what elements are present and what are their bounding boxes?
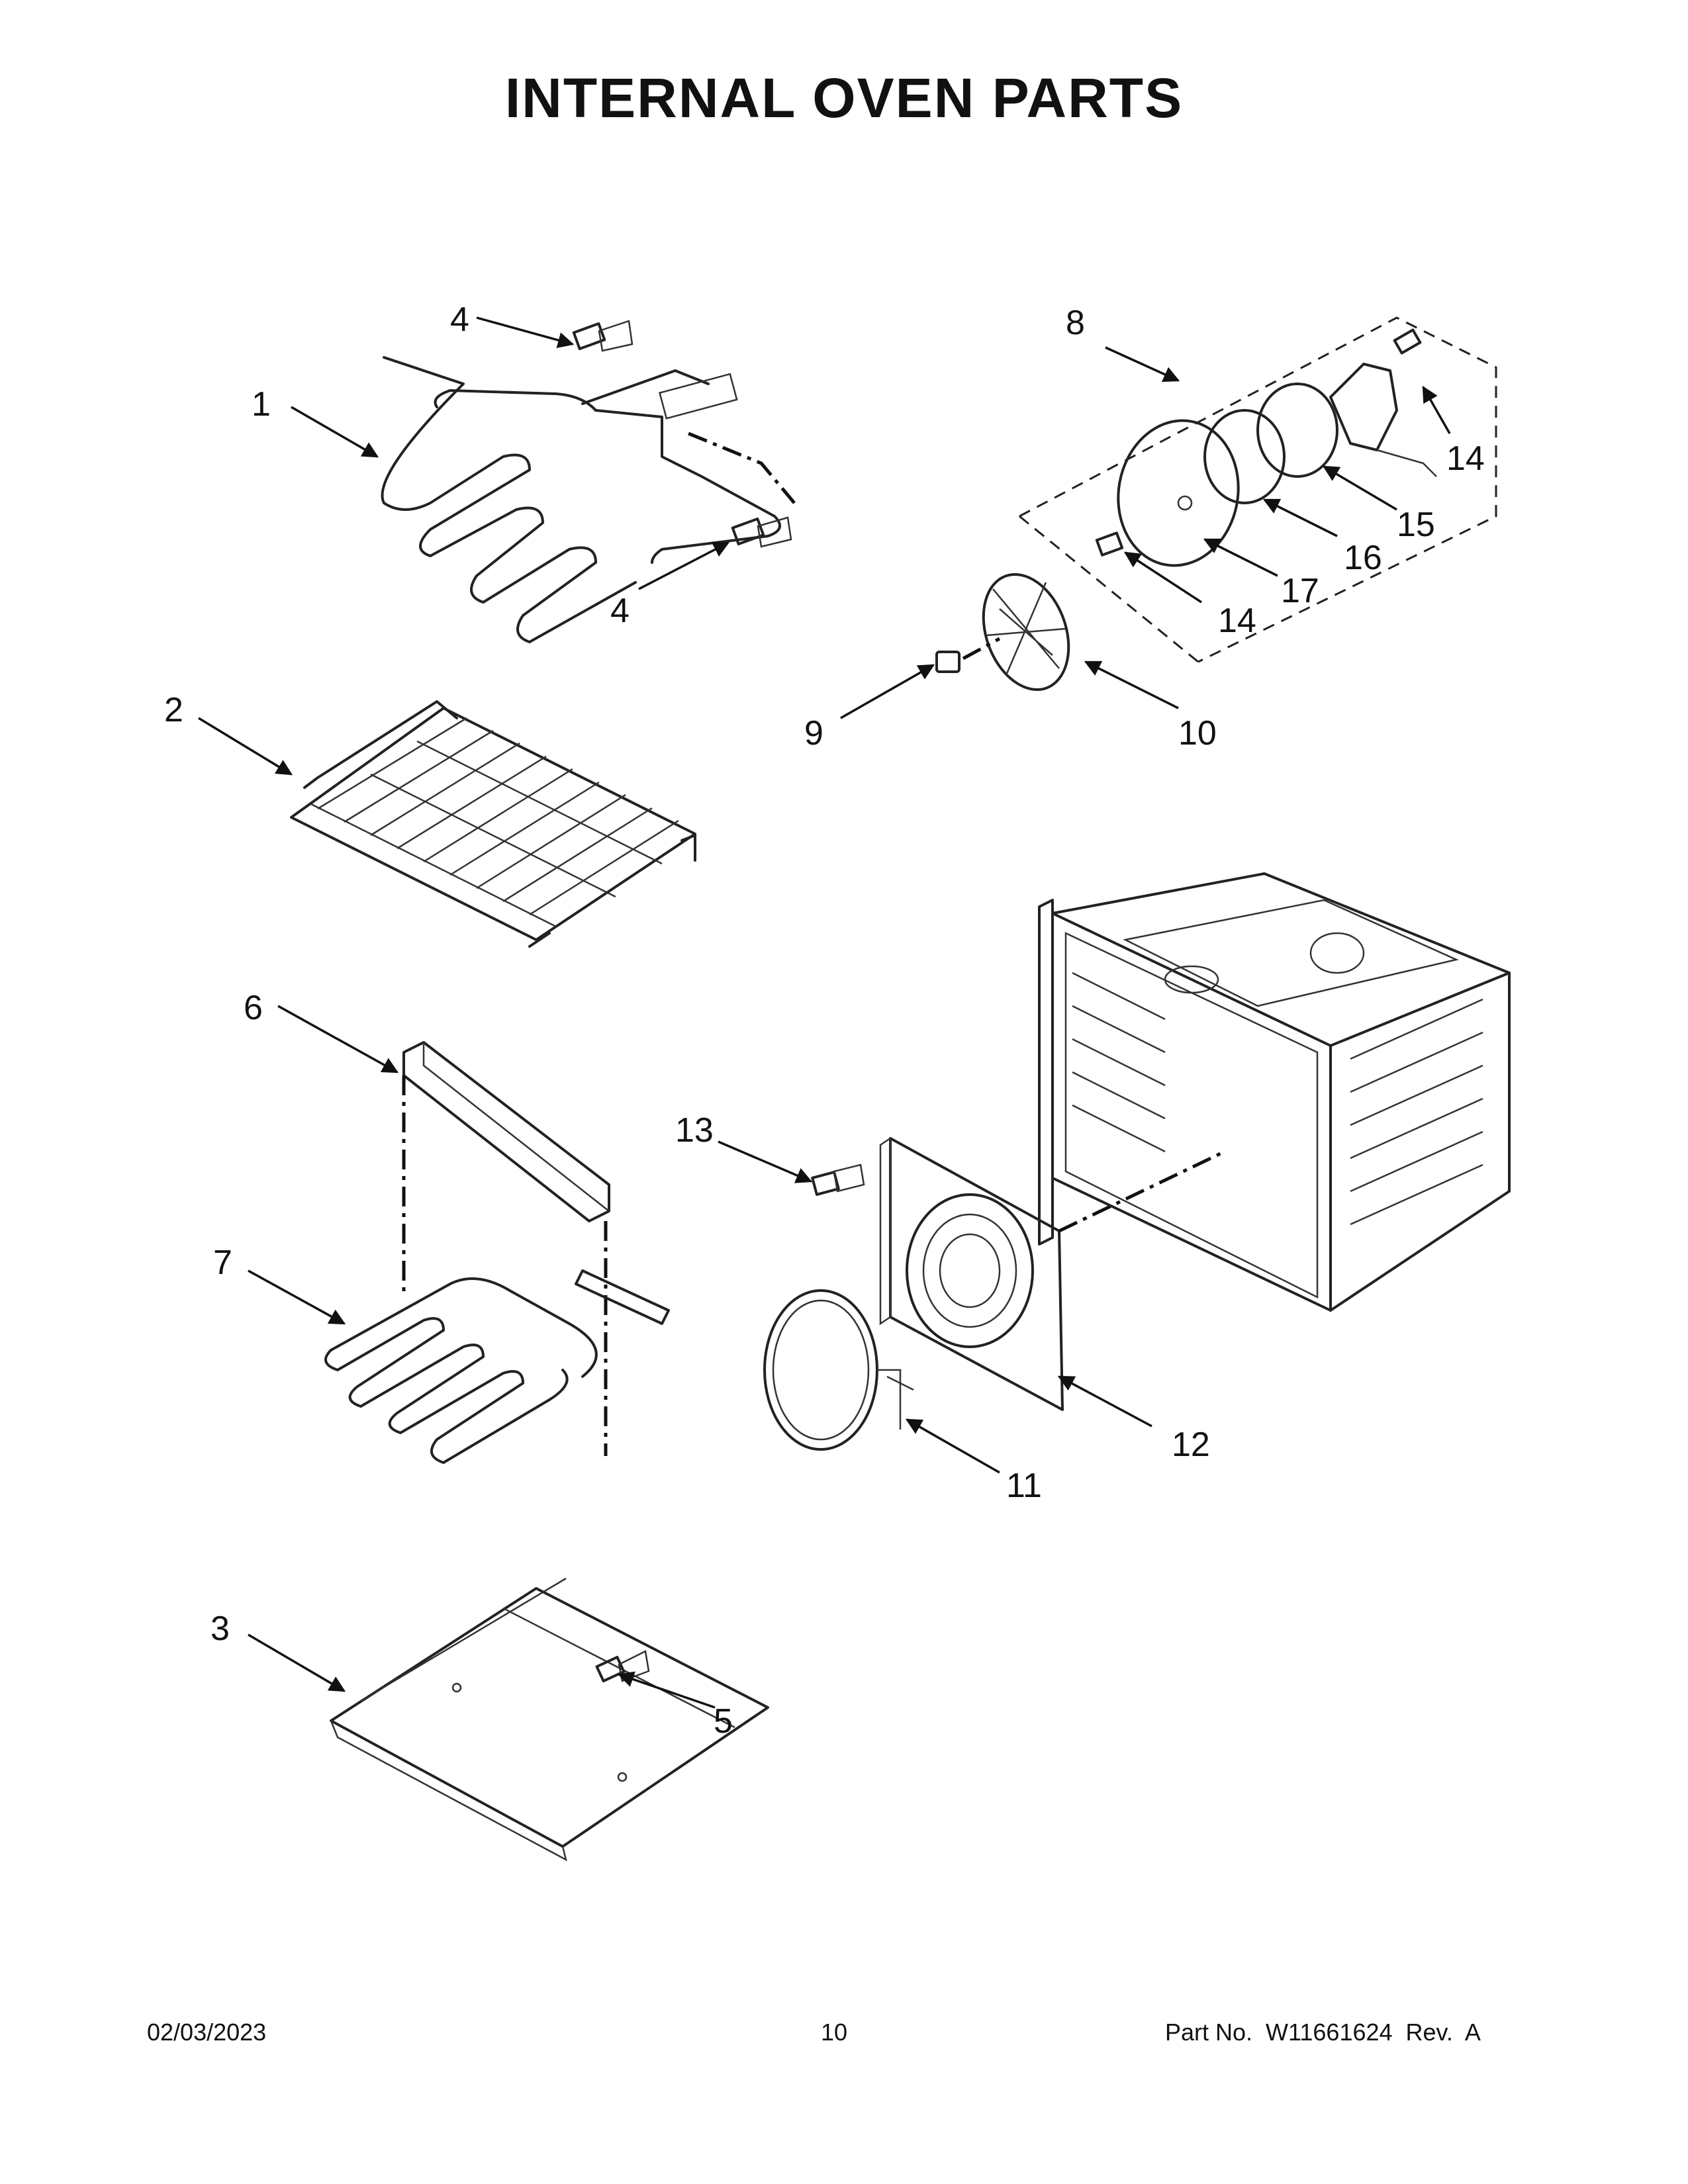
oven-rack	[290, 700, 696, 948]
convection-element	[763, 1289, 914, 1451]
convection-fan-cover	[879, 1136, 1226, 1411]
callout-1: 1	[252, 385, 271, 424]
callout-14-lower: 14	[1218, 602, 1256, 640]
screw-13	[811, 1163, 865, 1196]
callout-15: 15	[1397, 506, 1435, 544]
callout-13: 13	[675, 1111, 714, 1150]
callout-12: 12	[1172, 1426, 1210, 1464]
convection-motor-assembly	[1019, 316, 1497, 663]
bake-element	[324, 1269, 670, 1464]
callout-6: 6	[244, 989, 263, 1027]
callout-14-upper: 14	[1446, 439, 1485, 478]
bake-element-shield	[402, 1041, 610, 1456]
leader-lines	[198, 316, 1451, 1709]
callout-2: 2	[164, 691, 183, 729]
oven-bottom-panel	[330, 1577, 769, 1862]
callout-9: 9	[804, 714, 823, 752]
callout-10: 10	[1178, 714, 1217, 752]
fan-nut	[935, 637, 1001, 673]
broil-element	[381, 356, 796, 643]
footer-page-number: 10	[821, 2019, 848, 2046]
page-title: INTERNAL OVEN PARTS	[504, 67, 1184, 129]
footer-date: 02/03/2023	[147, 2019, 267, 2046]
screw-4-bottom	[731, 516, 792, 548]
convection-fan-blade	[982, 572, 1070, 692]
callout-5: 5	[714, 1702, 733, 1741]
footer-part-number: Part No. W11661624 Rev. A	[1165, 2019, 1481, 2046]
callout-3: 3	[211, 1610, 230, 1648]
callout-8: 8	[1066, 304, 1085, 342]
callout-labels: 1 2 3 4 4 5 6 7 8 9 10 11 12 13 14 14 15…	[164, 300, 1485, 1741]
callout-17: 17	[1281, 572, 1319, 610]
callout-4-bottom: 4	[610, 592, 630, 630]
callout-4-top: 4	[450, 300, 469, 339]
callout-16: 16	[1344, 539, 1382, 577]
oven-cavity	[1038, 872, 1511, 1312]
screw-4-top	[572, 320, 633, 352]
callout-7: 7	[213, 1244, 232, 1282]
callout-11: 11	[1006, 1467, 1042, 1505]
